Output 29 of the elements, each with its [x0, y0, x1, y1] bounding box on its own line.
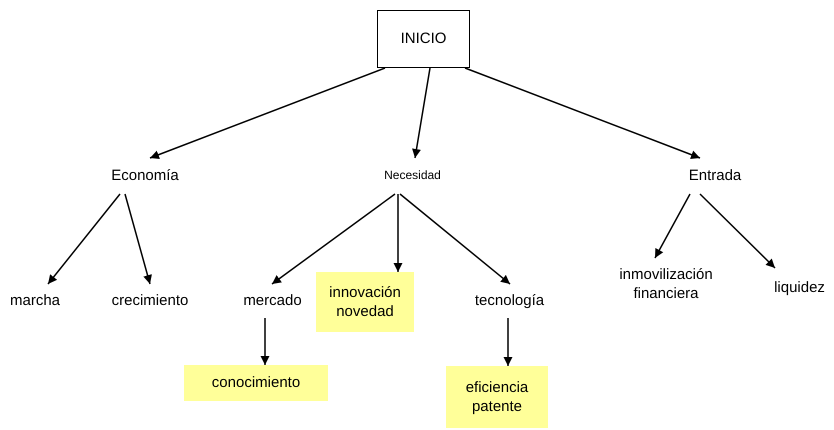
- node-label: Entrada: [665, 158, 765, 194]
- highlighted-box: [446, 366, 548, 428]
- start-box: [377, 10, 470, 68]
- node-text: INICIO: [400, 29, 446, 49]
- arrow: [124, 194, 152, 284]
- node-text: innovación novedad: [328, 282, 402, 322]
- node-label: mercado: [230, 284, 315, 318]
- node-label: marcha: [0, 284, 70, 318]
- arrow: [260, 318, 270, 365]
- node-label: crecimiento: [95, 284, 205, 318]
- node-label: Necesidad: [370, 158, 455, 194]
- arrow: [272, 193, 396, 285]
- highlighted-box: [184, 365, 328, 401]
- arrow: [464, 67, 700, 159]
- highlighted-box: [316, 272, 414, 332]
- arrow: [504, 318, 512, 366]
- node-text: conocimiento: [212, 373, 300, 393]
- arrow: [150, 67, 386, 159]
- arrow: [699, 193, 776, 269]
- arrow: [412, 68, 431, 158]
- arrow: [654, 194, 691, 258]
- arrow: [47, 194, 121, 284]
- arrow: [394, 194, 402, 272]
- node-label: liquidez: [765, 268, 834, 308]
- node-label: tecnología: [462, 284, 557, 318]
- node-label: Economía: [95, 158, 195, 194]
- arrow: [400, 193, 510, 285]
- node-label: inmovilización financiera: [604, 258, 728, 310]
- node-text: eficiencia patente: [464, 378, 530, 416]
